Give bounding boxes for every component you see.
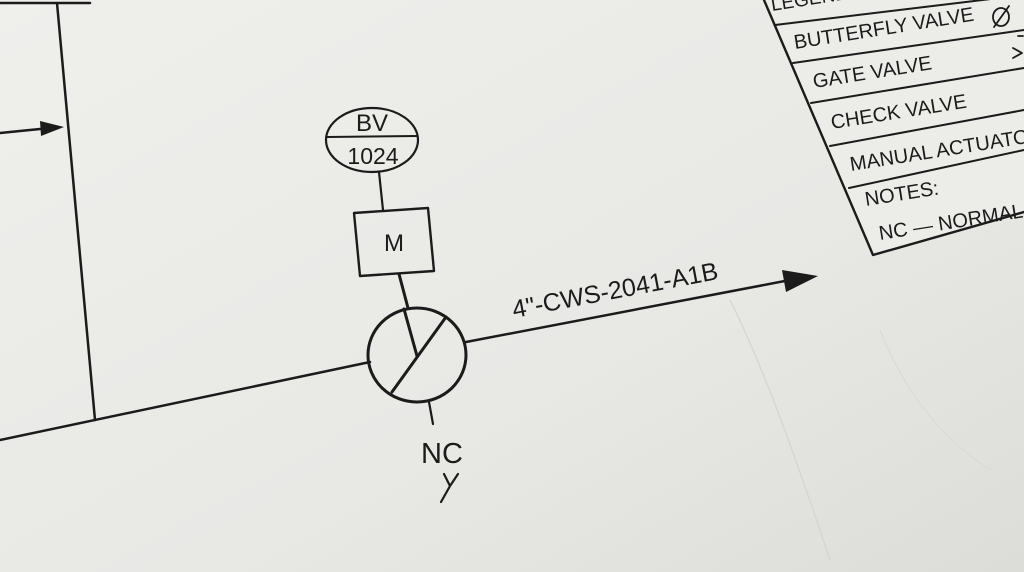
actuator-label: M bbox=[384, 230, 404, 257]
motor-actuator-box bbox=[352, 206, 436, 278]
inlet-pipe-line bbox=[0, 360, 372, 442]
instrument-tag-number: 1024 bbox=[347, 143, 398, 169]
butterfly-valve-icon bbox=[366, 306, 468, 404]
flow-arrow-icon bbox=[782, 270, 818, 292]
fail-position-mark bbox=[439, 472, 460, 504]
legend-table: LEGEND: BUTTERFLY VALVE GATE VALVE CHECK… bbox=[762, 0, 1024, 257]
legend-divider bbox=[810, 67, 1024, 104]
instrument-bubble bbox=[324, 106, 420, 174]
actuator-stem-line bbox=[397, 272, 410, 310]
paper-crease bbox=[879, 329, 991, 471]
outlet-pipe-line bbox=[464, 278, 792, 344]
fail-position-leader bbox=[427, 400, 435, 426]
legend-gate-symbol-icon bbox=[1012, 35, 1024, 59]
legend-divider bbox=[829, 109, 1024, 147]
fail-position-label: NC bbox=[421, 438, 463, 470]
legend-border bbox=[762, 0, 1024, 257]
instrument-connector-line bbox=[377, 170, 385, 212]
flow-arrow-icon bbox=[40, 121, 64, 136]
left-flow-line bbox=[0, 127, 42, 135]
instrument-tag-letters: BV bbox=[356, 110, 388, 137]
butterfly-valve-stem bbox=[402, 307, 419, 358]
legend-butterfly-symbol-icon bbox=[992, 5, 1010, 28]
instrument-bubble-divider bbox=[326, 135, 418, 138]
legend-divider bbox=[774, 0, 991, 26]
vertical-pipe-line bbox=[55, 1, 97, 422]
butterfly-valve-disc bbox=[390, 315, 448, 394]
legend-divider bbox=[848, 149, 1024, 189]
legend-divider bbox=[792, 29, 1024, 64]
paper-crease bbox=[729, 299, 831, 561]
